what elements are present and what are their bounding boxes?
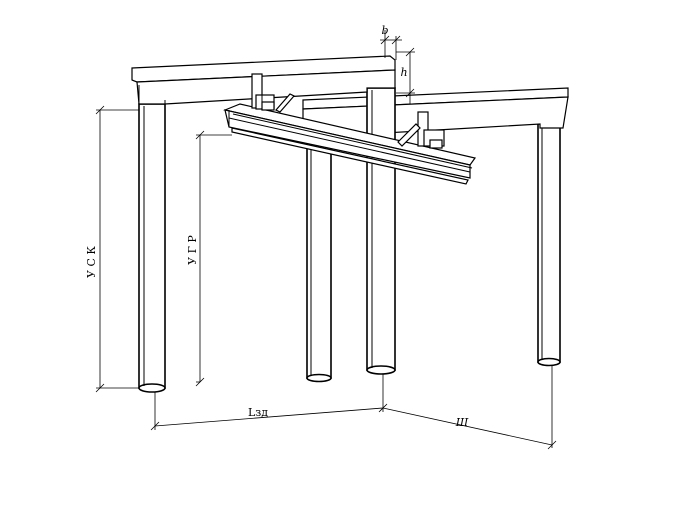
column-rear-right: [537, 121, 561, 367]
dimension-width: [382, 366, 557, 450]
column-front-right: [366, 87, 396, 375]
column-front-left: [138, 103, 166, 393]
label-width: Ш: [455, 416, 469, 429]
dimension-beam-width: [380, 30, 402, 60]
hoist-rear: [397, 111, 445, 149]
dimension-span: [150, 374, 388, 431]
column-rear-left: [306, 137, 332, 383]
hoist-front: [251, 73, 295, 113]
crane-beam: [222, 103, 477, 185]
label-span: Lзд: [248, 406, 268, 419]
girder-front: [131, 55, 396, 105]
dimension-usk: [95, 105, 139, 393]
label-usk: У С К: [85, 246, 98, 278]
dimension-beam-height: [396, 47, 415, 104]
label-h: h: [400, 66, 407, 79]
label-ugr: У Г Р: [186, 235, 199, 265]
dimension-ugr: [195, 130, 232, 387]
label-b: b: [381, 24, 388, 37]
